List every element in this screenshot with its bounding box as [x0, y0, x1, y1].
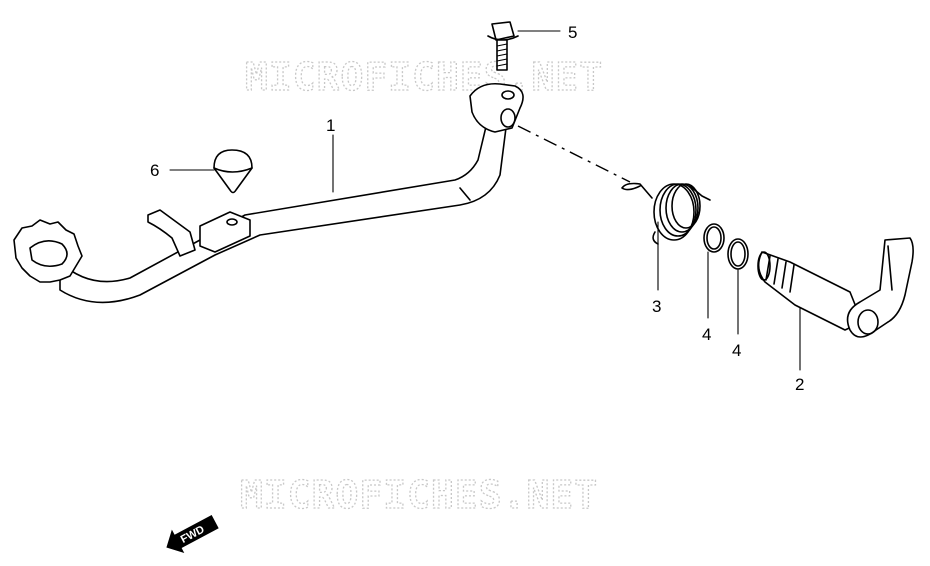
- forward-direction-label: FWD: [179, 523, 207, 545]
- callout-2: 2: [795, 375, 804, 394]
- shaft-part[interactable]: [757, 237, 914, 338]
- callout-4b: 4: [732, 341, 741, 360]
- watermark-bottom: MICROFICHES.NET: [240, 473, 598, 517]
- washer-b-part[interactable]: [727, 238, 749, 270]
- spring-part[interactable]: [621, 182, 711, 245]
- cap-part[interactable]: [213, 149, 253, 194]
- callout-1: 1: [326, 116, 335, 135]
- callout-6: 6: [150, 161, 159, 180]
- assembly-axis-line: [517, 125, 631, 183]
- brake-pedal-part[interactable]: [13, 82, 524, 304]
- forward-direction-arrow: FWD: [166, 514, 219, 553]
- callout-4a: 4: [702, 325, 711, 344]
- callout-3: 3: [652, 297, 661, 316]
- watermark-top: MICROFICHES.NET: [245, 55, 603, 99]
- callout-5: 5: [568, 23, 577, 42]
- bolt-part[interactable]: [487, 21, 519, 71]
- washer-a-part[interactable]: [703, 223, 725, 253]
